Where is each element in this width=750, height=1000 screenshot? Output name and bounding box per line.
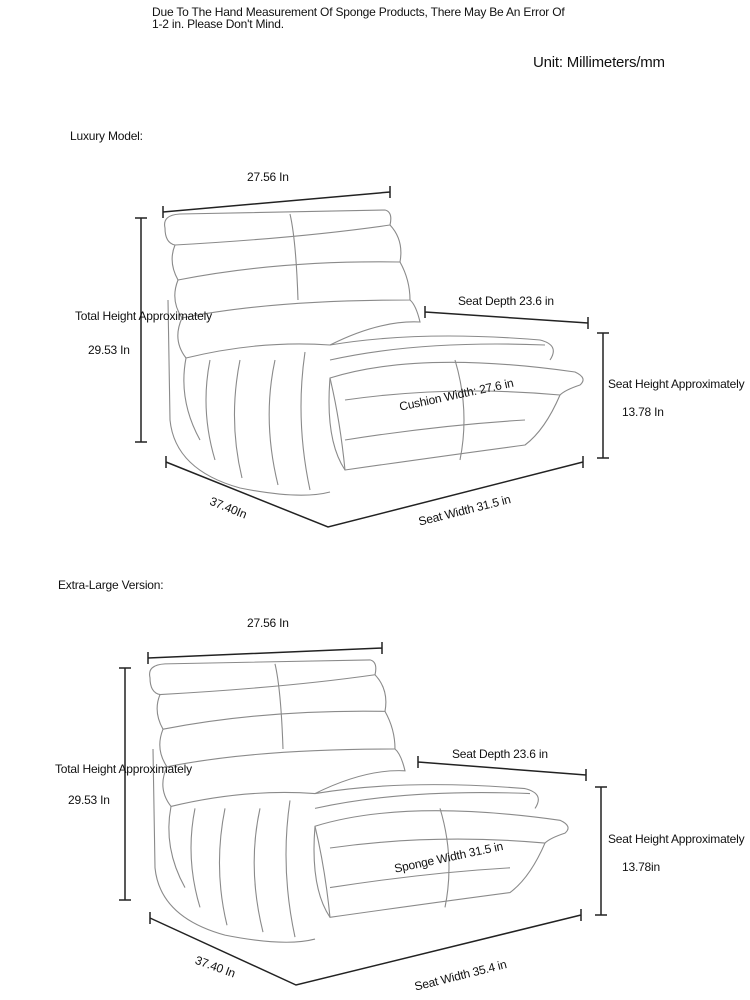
xl-seat-height: 13.78in <box>622 860 660 874</box>
measurement-note: Due To The Hand Measurement Of Sponge Pr… <box>152 6 565 30</box>
xl-top-width: 27.56 In <box>247 616 289 630</box>
unit-label: Unit: Millimeters/mm <box>533 54 665 71</box>
luxury-seat-height: 13.78 In <box>622 405 664 419</box>
luxury-seat-depth: Seat Depth 23.6 in <box>458 294 554 308</box>
xl-total-height: 29.53 In <box>68 793 110 807</box>
luxury-total-height: 29.53 In <box>88 343 130 357</box>
luxury-total-height-label: Total Height Approximately <box>75 309 212 323</box>
xl-seat-depth: Seat Depth 23.6 in <box>452 747 548 761</box>
luxury-dimension-lines <box>135 186 609 528</box>
note-line-1: Due To The Hand Measurement Of Sponge Pr… <box>152 5 565 19</box>
luxury-title: Luxury Model: <box>70 129 143 143</box>
luxury-chair-sketch <box>164 209 584 496</box>
note-line-2: 1-2 in. Please Don't Mind. <box>152 17 284 31</box>
xl-seat-height-label: Seat Height Approximately <box>608 832 745 846</box>
xl-dimension-lines <box>119 642 607 986</box>
xl-total-height-label: Total Height Approximately <box>55 762 192 776</box>
xl-title: Extra-Large Version: <box>58 578 164 592</box>
luxury-seat-height-label: Seat Height Approximately <box>608 377 745 391</box>
luxury-top-width: 27.56 In <box>247 170 289 184</box>
xl-chair-sketch <box>149 659 569 943</box>
